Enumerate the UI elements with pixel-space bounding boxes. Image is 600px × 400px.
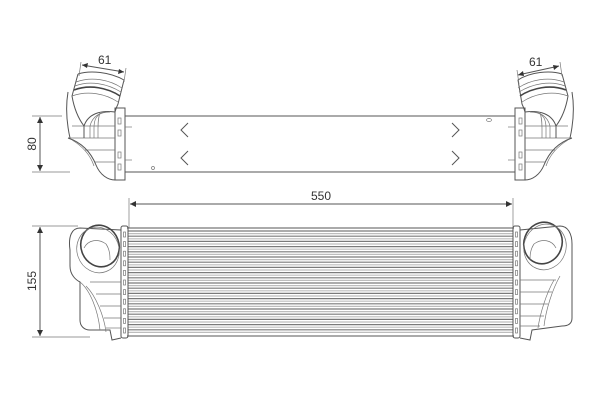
right-end-tank-front (519, 221, 573, 341)
core-fins (128, 230, 513, 333)
dim-label-155: 155 (25, 271, 39, 291)
dim-label-right-61: 61 (529, 55, 543, 69)
dimension-width-550: 550 (128, 189, 514, 228)
dimension-left-61: 61 (78, 53, 127, 83)
chevron-marks (180, 122, 460, 166)
right-end-tank-top (508, 71, 574, 181)
front-view: 155 (25, 221, 573, 341)
dimension-depth-80: 80 (25, 115, 70, 173)
left-end-tank-front (69, 224, 122, 341)
left-header-plate (120, 225, 129, 339)
dim-label-left-61: 61 (98, 53, 112, 67)
top-view: 61 61 80 (25, 53, 574, 181)
dimension-right-61: 61 (516, 55, 563, 85)
dim-label-550: 550 (311, 189, 331, 203)
right-header-plate (512, 225, 521, 339)
dimension-height-155: 155 (25, 225, 90, 338)
left-end-tank-top (66, 71, 132, 181)
dim-label-80: 80 (25, 137, 39, 151)
